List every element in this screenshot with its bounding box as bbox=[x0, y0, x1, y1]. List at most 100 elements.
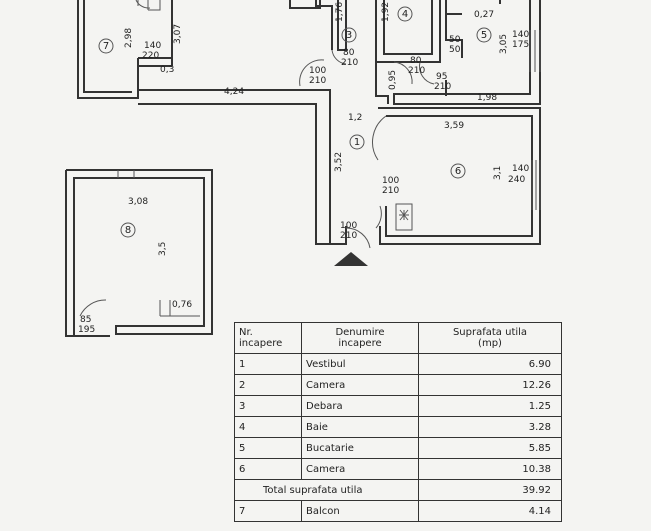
dim-50-50-bottom: 50 bbox=[449, 45, 461, 55]
svg-text:3: 3 bbox=[346, 30, 352, 41]
row-area: 10.38 bbox=[418, 458, 562, 480]
room-7-walls bbox=[77, 0, 173, 99]
header-name-line1: Denumire bbox=[335, 327, 385, 338]
dim-80-210-a-top: 80 bbox=[343, 48, 355, 58]
dim-0-76: 0,76 bbox=[172, 300, 192, 310]
dim-3-08: 3,08 bbox=[128, 197, 148, 207]
row-area: 12.26 bbox=[418, 374, 562, 396]
dim-50-50-top: 50 bbox=[449, 35, 461, 45]
entrance bbox=[330, 226, 371, 266]
row-nr: 4 bbox=[234, 416, 302, 438]
room-label-8: 8 bbox=[120, 222, 136, 238]
dim-3-52: 3,52 bbox=[334, 152, 344, 172]
header-name-line2: incapere bbox=[338, 338, 382, 349]
total-label: Total suprafata utila bbox=[234, 479, 419, 501]
svg-text:6: 6 bbox=[455, 166, 461, 177]
header-area: Suprafata utila(mp) bbox=[418, 322, 562, 354]
row-area: 6.90 bbox=[418, 353, 562, 375]
row-nr: 1 bbox=[234, 353, 302, 375]
dim-95-210-bottom: 210 bbox=[434, 82, 451, 92]
dim-140-240-top: 140 bbox=[512, 164, 529, 174]
dim-100-210-c-top: 100 bbox=[340, 221, 357, 231]
row-name: Baie bbox=[301, 416, 419, 438]
row-nr: 3 bbox=[234, 395, 302, 417]
dim-80-210-b-top: 80 bbox=[410, 56, 422, 66]
dim-3-1: 3,1 bbox=[493, 166, 503, 180]
room-label-5: 5 bbox=[476, 27, 492, 43]
dim-140-220-bottom: 220 bbox=[142, 51, 159, 61]
svg-text:7: 7 bbox=[103, 41, 109, 52]
header-nr: Nr.incapere bbox=[234, 322, 302, 354]
row-area: 3.28 bbox=[418, 416, 562, 438]
svg-text:1: 1 bbox=[354, 137, 360, 148]
row-name: Vestibul bbox=[301, 353, 419, 375]
dim-100-210-a-bottom: 210 bbox=[309, 76, 326, 86]
svg-text:4: 4 bbox=[402, 9, 408, 20]
corridor-walls bbox=[138, 0, 347, 245]
dim-0-95: 0,95 bbox=[388, 70, 398, 90]
room-6-walls bbox=[372, 107, 541, 245]
room-label-6: 6 bbox=[450, 163, 466, 179]
dim-0-3: 0,3 bbox=[160, 65, 174, 75]
row-area: 1.25 bbox=[418, 395, 562, 417]
row-area: 5.85 bbox=[418, 437, 562, 459]
dim-100-210-c-bottom: 210 bbox=[340, 231, 357, 241]
dim-1-98: 1,98 bbox=[477, 93, 497, 103]
dim-140-240-bottom: 240 bbox=[508, 175, 525, 185]
dim-3-59: 3,59 bbox=[444, 121, 464, 131]
header-nr-line1: Nr. bbox=[239, 327, 253, 338]
room-label-4: 4 bbox=[397, 6, 413, 22]
header-area-line2: (mp) bbox=[478, 338, 502, 349]
dim-85-195-top: 85 bbox=[80, 315, 91, 325]
header-nr-line2: incapere bbox=[239, 338, 283, 349]
dim-3-5: 3,5 bbox=[158, 242, 168, 256]
row-name: Camera bbox=[301, 458, 419, 480]
header-area-line1: Suprafata utila bbox=[452, 327, 528, 338]
room-8-walls bbox=[65, 169, 213, 337]
room-label-1: 1 bbox=[349, 134, 365, 150]
dim-140-175-bottom: 175 bbox=[512, 40, 529, 50]
row-nr: 2 bbox=[234, 374, 302, 396]
svg-text:5: 5 bbox=[481, 30, 487, 41]
dim-100-210-b-top: 100 bbox=[382, 176, 399, 186]
room-label-7: 7 bbox=[98, 38, 114, 54]
room-label-3: 3 bbox=[341, 27, 357, 43]
dim-80-210-b-bottom: 210 bbox=[408, 66, 425, 76]
row-name: Balcon bbox=[301, 500, 419, 522]
dim-0-27: 0,27 bbox=[474, 10, 494, 20]
dim-4-24: 4,24 bbox=[224, 87, 244, 97]
svg-text:8: 8 bbox=[125, 225, 131, 236]
row-name: Camera bbox=[301, 374, 419, 396]
dim-100-210-a-top: 100 bbox=[309, 66, 326, 76]
dim-1-76: 1,76 bbox=[335, 2, 345, 22]
dim-3-07: 3,07 bbox=[173, 24, 183, 44]
total-area: 39.92 bbox=[418, 479, 562, 501]
row-name: Bucatarie bbox=[301, 437, 419, 459]
rooms-4-5-walls bbox=[375, 0, 541, 105]
dim-140-175-top: 140 bbox=[512, 30, 529, 40]
dim-140-220-top: 140 bbox=[144, 41, 161, 51]
row-name: Debara bbox=[301, 395, 419, 417]
dim-1-2: 1,2 bbox=[348, 113, 362, 123]
row-nr: 6 bbox=[234, 458, 302, 480]
row-area: 4.14 bbox=[418, 500, 562, 522]
row-nr: 7 bbox=[234, 500, 302, 522]
dim-1-92: 1,92 bbox=[381, 2, 391, 22]
dim-2-98: 2,98 bbox=[124, 28, 134, 48]
dim-85-195-bottom: 195 bbox=[78, 325, 95, 335]
dim-3-05: 3,05 bbox=[499, 34, 509, 54]
row-nr: 5 bbox=[234, 437, 302, 459]
dim-80-210-a-bottom: 210 bbox=[341, 58, 358, 68]
